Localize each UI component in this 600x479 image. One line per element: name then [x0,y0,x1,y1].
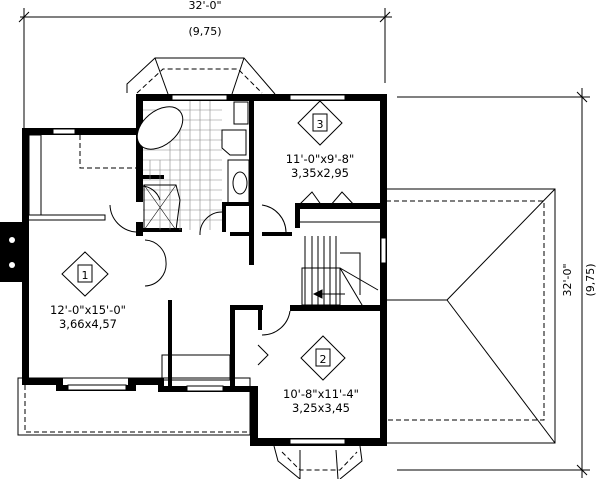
right-dimension: 32'-0" (9,75) [397,88,597,478]
room-number-3: 3 [317,118,324,131]
bottom-bay [273,445,363,479]
right-dimension-metric: (9,75) [584,263,597,296]
room-1-imperial: 12'-0"x15'-0" [50,303,126,317]
right-dimension-imperial: 32'-0" [561,263,574,296]
top-bay-roof [126,57,276,95]
room-2-imperial: 10'-8"x11'-4" [283,387,359,401]
toilet-icon [221,129,247,156]
bathroom-fixtures [136,101,250,231]
garage-roof [385,188,556,444]
room-number-1: 1 [82,269,89,282]
stairs [301,236,379,311]
room-3-metric: 3,35x2,95 [291,166,349,180]
room-2-metric: 3,25x3,45 [292,401,350,415]
doors [28,134,380,381]
room-3-imperial: 11'-0"x9'-8" [286,152,355,166]
shower-icon [143,184,181,231]
bathtub-icon [136,106,184,150]
room-tag-2: 2 [300,335,346,381]
room-tag-1: 1 [61,251,109,297]
room-number-2: 2 [320,353,327,366]
top-dimension-imperial: 32'-0" [188,0,221,12]
windows [52,94,387,445]
top-dimension-metric: (9,75) [188,25,221,38]
sink-icon [232,171,248,195]
room-tag-3: 3 [297,100,343,146]
room-1-metric: 3,66x4,57 [59,317,117,331]
chimney [0,222,23,282]
top-dimension: 32'-0" (9,75) [18,0,392,135]
